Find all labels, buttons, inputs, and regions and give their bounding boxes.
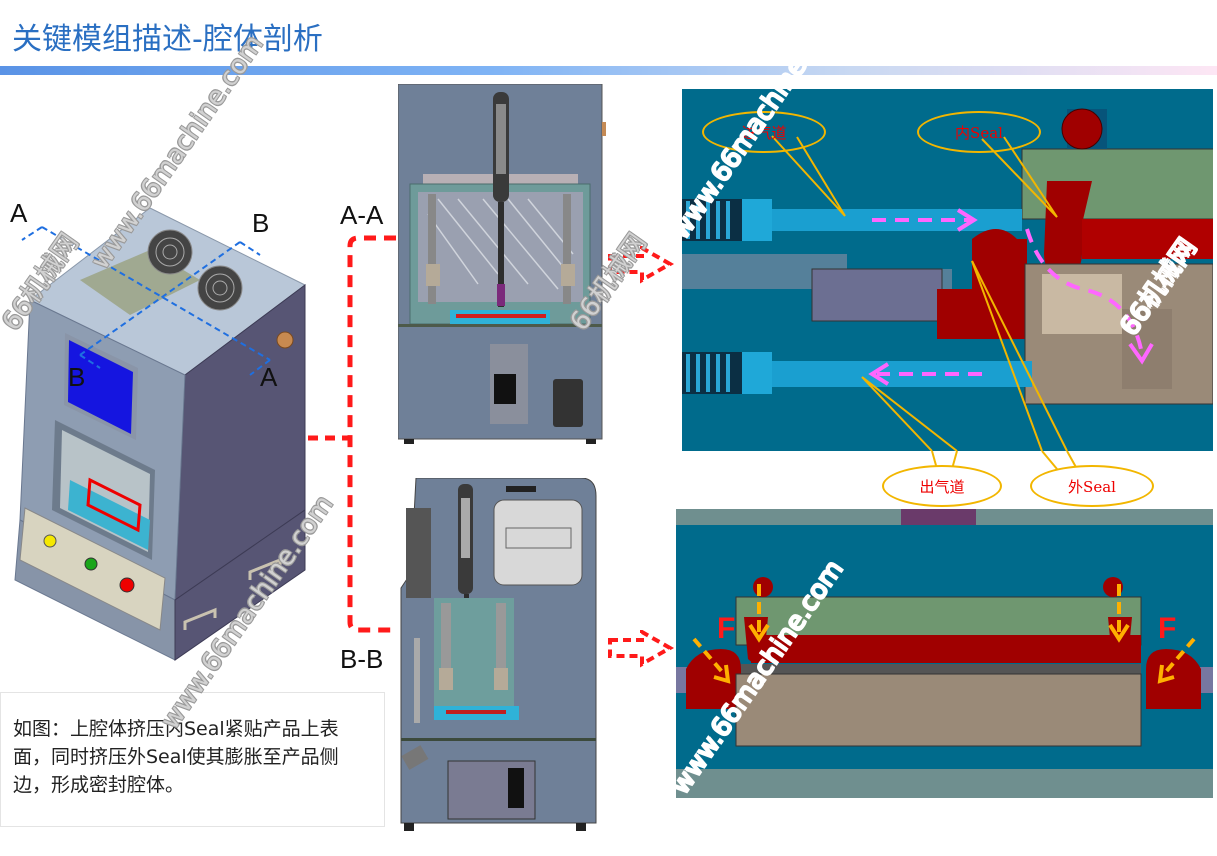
left-oring xyxy=(753,577,773,597)
callout-inlet-channel: 进气道 xyxy=(702,111,826,153)
force-arrow-icon xyxy=(1157,637,1196,684)
inner-seal-oring xyxy=(1061,108,1103,150)
arrow-to-bottom-detail xyxy=(608,630,675,668)
sealing-force-cross-section xyxy=(676,509,1213,798)
chamber-flow-arrow-icon xyxy=(1025,228,1154,365)
force-label-left: F xyxy=(717,612,736,645)
callout-outer-seal: 外Seal xyxy=(1030,465,1154,507)
callout-inner-seal: 内Seal xyxy=(917,111,1041,153)
section-label-bb: B-B xyxy=(340,644,384,674)
section-marker-b-top: B xyxy=(252,208,270,238)
section-marker-a-bottom: A xyxy=(260,362,278,392)
sealing-force-detail-panel: F F xyxy=(676,509,1213,798)
section-marker-b-bottom: B xyxy=(68,362,86,392)
bb-cutaway-illustration xyxy=(400,477,597,831)
fan-icon xyxy=(147,229,193,275)
airflow-detail-panel: 进气道 内Seal xyxy=(682,89,1213,451)
fan-icon xyxy=(197,265,243,311)
section-label-aa: A-A xyxy=(340,200,384,230)
red-button-icon xyxy=(119,577,135,593)
section-marker-a-top: A xyxy=(10,198,28,228)
yellow-button-icon xyxy=(43,534,57,548)
airflow-cross-section xyxy=(682,108,1213,405)
description-text-box: 如图：上腔体挤压内Seal紧贴产品上表面，同时挤压外Seal使其膨胀至产品侧边，… xyxy=(0,692,385,827)
force-label-right: F xyxy=(1158,612,1177,645)
section-connector-lines xyxy=(308,235,396,633)
outlet-leader-lines xyxy=(861,260,1068,451)
green-button-icon xyxy=(84,557,98,571)
outlet-flow-arrow-icon xyxy=(868,362,982,386)
callout-outlet-channel: 出气道 xyxy=(882,465,1002,507)
force-arrow-icon xyxy=(748,584,770,643)
inlet-flow-arrow-icon xyxy=(872,208,978,232)
section-view-bb xyxy=(396,477,601,838)
force-arrow-icon xyxy=(692,637,731,684)
machine-illustration xyxy=(14,207,306,661)
title-underline-bar xyxy=(0,66,1217,75)
force-arrow-icon xyxy=(1108,584,1130,643)
isometric-machine-view: A B B A xyxy=(0,190,320,670)
page-title: 关键模组描述-腔体剖析 xyxy=(12,22,323,57)
section-view-aa xyxy=(397,83,608,444)
arrow-to-top-detail xyxy=(608,246,675,284)
aa-cutaway-illustration xyxy=(397,83,608,444)
